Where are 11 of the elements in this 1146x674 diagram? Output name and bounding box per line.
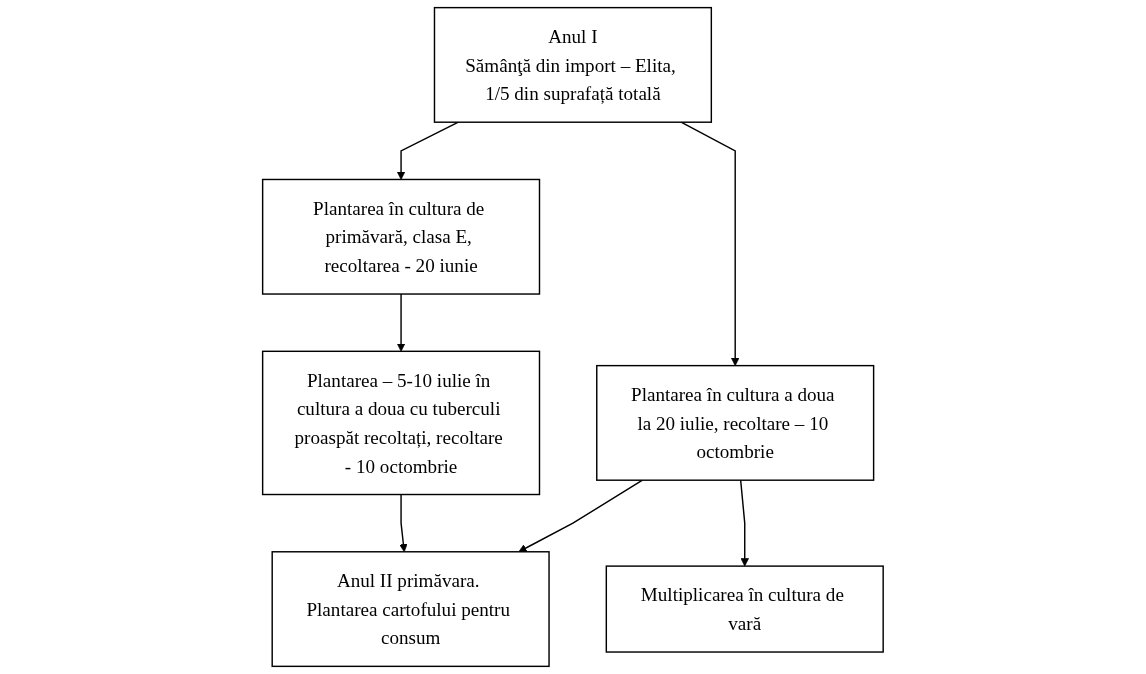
arrow <box>518 479 644 553</box>
arrow <box>740 479 750 567</box>
node-box: Anul II primăvara. Plantarea cartofului pentru consum <box>271 551 550 668</box>
node-box: Plantarea – 5-10 iulie în cultura a doua cu tuberculi proaspăt recoltați, recoltare - 10 octombrie <box>262 350 541 496</box>
arrow <box>396 293 406 352</box>
node-box: Multiplicarea în cultura de vară <box>605 565 884 653</box>
arrow <box>680 121 740 366</box>
arrow <box>399 493 408 553</box>
node-box: Plantarea în cultura de primăvară, clasa E, recoltarea - 20 iunie <box>262 178 541 295</box>
node-box: Plantarea în cultura a doua la 20 iulie, recoltare – 10 octombrie <box>596 364 875 481</box>
node-box: Anul I Sămânţă din import – Elita, 1/5 din suprafață totală <box>433 6 713 123</box>
